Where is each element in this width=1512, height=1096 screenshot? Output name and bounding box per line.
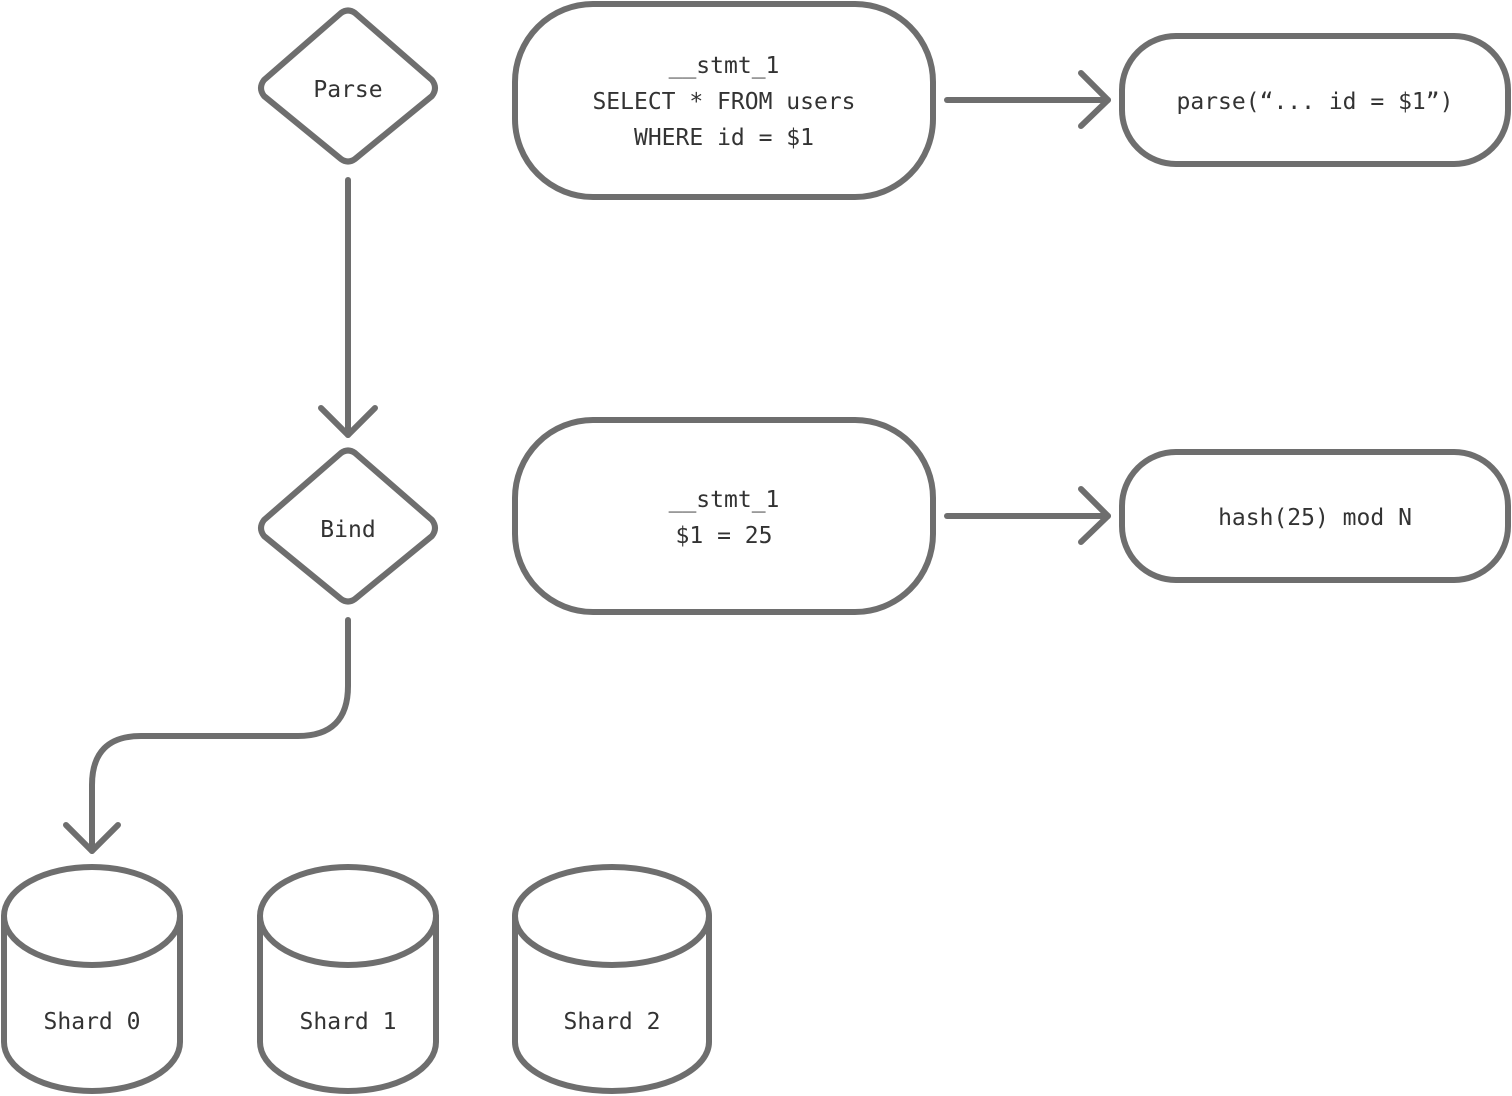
bind-label: Bind [320, 517, 375, 543]
shard-2: Shard 2 [512, 864, 712, 1094]
arrow-bind-to-shard-0-head-icon [63, 822, 121, 854]
arrow-parse-to-result-head-icon [1078, 70, 1111, 129]
arrow-bind-to-shard-0-line [89, 617, 351, 854]
parse-step: Parse [258, 7, 438, 165]
arrow-bind-to-result-head-icon [1078, 486, 1111, 545]
parse-statement-line-1: __stmt_1 [669, 53, 780, 79]
shard-1: Shard 1 [257, 864, 439, 1094]
parse-statement-box: __stmt_1 SELECT * FROM users WHERE id = … [512, 1, 936, 200]
parse-diamond [258, 7, 438, 165]
parse-result-frame [1119, 33, 1511, 167]
arrow-parse-to-result [944, 70, 1111, 129]
shard-1-top-rim [257, 913, 439, 968]
parse-result-label: parse(“... id = $1”) [1177, 89, 1454, 115]
shard-0-label: Shard 0 [44, 1009, 141, 1035]
shard-0: Shard 0 [1, 864, 183, 1094]
arrow-bind-to-shard-0 [63, 617, 351, 854]
parse-result-box: parse(“... id = $1”) [1119, 33, 1511, 167]
bind-diamond [258, 447, 438, 605]
parse-statement-line-2: SELECT * FROM users [592, 89, 855, 115]
bind-step: Bind [258, 447, 438, 605]
parse-statement-frame [512, 1, 936, 200]
parse-label: Parse [313, 77, 382, 103]
parse-statement-line-3: WHERE id = $1 [634, 125, 814, 151]
shard-0-database-icon [1, 864, 183, 1094]
bind-statement-box: __stmt_1 $1 = 25 [512, 417, 936, 615]
bind-result-label: hash(25) mod N [1218, 505, 1412, 531]
bind-statement-frame [512, 417, 936, 615]
shard-1-database-icon [257, 864, 439, 1094]
bind-statement-line-1: __stmt_1 [669, 487, 780, 513]
shard-1-label: Shard 1 [300, 1009, 397, 1035]
shard-0-top-rim [1, 913, 183, 968]
bind-result-frame [1119, 449, 1511, 583]
bind-statement-line-2: $1 = 25 [676, 523, 773, 549]
shard-2-top-rim [512, 913, 712, 968]
bind-result-box: hash(25) mod N [1119, 449, 1511, 583]
arrow-bind-to-result [944, 486, 1111, 545]
arrow-parse-to-bind-head-icon [318, 405, 378, 438]
arrow-parse-to-bind [318, 177, 378, 438]
shard-2-label: Shard 2 [564, 1009, 661, 1035]
shard-2-database-icon [512, 864, 712, 1094]
